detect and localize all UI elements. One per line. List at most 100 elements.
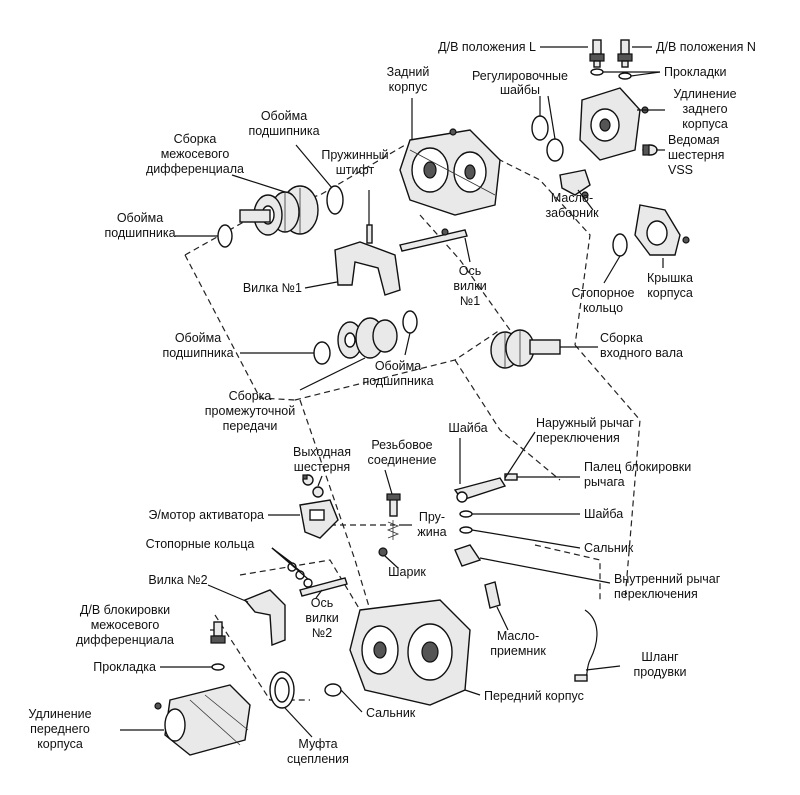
label-spring-2: жина (417, 525, 446, 539)
label-clutch-2: сцепления (287, 752, 349, 766)
label-rear-ext-2: заднего (682, 102, 727, 116)
counter-gear-part (337, 317, 398, 359)
rear-case-part (399, 128, 501, 216)
label-clutch-1: Муфта (298, 737, 337, 751)
label-vss-1: Ведомая (668, 133, 720, 147)
label-race-left-2: подшипника (104, 226, 175, 240)
label-output-gear-2: шестерня (294, 460, 350, 474)
label-diff-2: межосевого (161, 147, 230, 161)
input-shaft-part (490, 329, 561, 369)
inner-lever-part (454, 544, 482, 567)
label-pin-1: Пружинный (321, 148, 388, 162)
sensor-n-part (617, 39, 633, 68)
label-race-left-1: Обойма (117, 211, 163, 225)
label-diff-lock-3: дифференциала (76, 633, 174, 647)
fork-1-part (334, 241, 401, 296)
label-race-top-2: подшипника (248, 124, 319, 138)
label-snap-ring-2: кольцо (583, 301, 623, 315)
label-front-ext-1: Удлинение (28, 707, 91, 721)
breather-hose-part (574, 609, 598, 682)
label-inner-lever-2: переключения (614, 587, 698, 601)
label-hose-1: Шланг (641, 650, 679, 664)
leader-lines (120, 46, 665, 738)
clutch-sleeve-part (269, 671, 295, 709)
bearing-race-left-part (217, 224, 233, 248)
front-case-part (349, 599, 471, 706)
label-counter-1: Сборка (229, 389, 272, 403)
label-counter-3: передачи (223, 419, 278, 433)
label-race-mid-2: подшипника (162, 346, 233, 360)
label-gasket-bot: Прокладка (93, 660, 156, 674)
outer-lever-part (453, 477, 507, 503)
label-actuator: Э/мотор активатора (148, 508, 264, 522)
label-front-ext-3: корпуса (37, 737, 83, 751)
label-seal-bot: Сальник (366, 706, 416, 720)
label-washer-top: Шайба (448, 421, 487, 435)
label-fork1-axle-1: Ось (459, 264, 482, 278)
label-oil-pick-top-2: заборник (545, 206, 599, 220)
label-race-top-1: Обойма (261, 109, 307, 123)
oil-pickup-top-part (559, 169, 591, 199)
bearing-race-top-part (326, 185, 344, 215)
shims-part (531, 115, 564, 162)
fork-1-axle-part (399, 228, 468, 252)
labels: Д/В положения L Д/В положения N Прокладк… (28, 40, 756, 766)
label-gaskets-top: Прокладки (664, 65, 727, 79)
label-hose-2: продувки (633, 665, 686, 679)
label-output-gear-1: Выходная (293, 445, 351, 459)
spring-pin-part (366, 224, 373, 244)
label-counter-2: промежуточной (205, 404, 295, 418)
label-cover-1: Крышка (647, 271, 693, 285)
label-seal-right: Сальник (584, 541, 634, 555)
front-extension-part (154, 684, 251, 756)
label-cover-2: корпуса (647, 286, 693, 300)
label-diff-1: Сборка (174, 132, 217, 146)
label-input-2: входного вала (600, 346, 683, 360)
label-race-bot-1: Обойма (375, 359, 421, 373)
label-diff-lock-1: Д/В блокировки (80, 603, 170, 617)
ball-part (378, 547, 388, 557)
housing-cover-part (634, 204, 690, 256)
gaskets-top-part (590, 68, 632, 80)
diff-lock-sensor-part (210, 621, 226, 671)
label-outer-lever-1: Наружный рычаг (536, 416, 634, 430)
spring-part (386, 520, 400, 540)
label-inner-lever-1: Внутренний рычаг (614, 572, 721, 586)
label-fork-1: Вилка №1 (243, 281, 302, 295)
bearing-race-bot-part (402, 310, 418, 334)
assembly-guide-lines (184, 144, 641, 701)
label-rear-case-1: Задний (387, 65, 430, 79)
label-front-case: Передний корпус (484, 689, 584, 703)
label-snap-ring-1: Стопорное (571, 286, 634, 300)
label-rear-ext-3: корпуса (682, 117, 728, 131)
label-input-1: Сборка (600, 331, 643, 345)
label-shims-1: Регулировочные (472, 69, 568, 83)
label-vss-2: шестерня (668, 148, 724, 162)
label-spring-1: Пру- (419, 510, 445, 524)
output-gear-part (302, 474, 324, 498)
label-snap-rings: Стопорные кольца (146, 537, 255, 551)
fork-2-part (243, 589, 286, 646)
label-rear-case-2: корпус (389, 80, 428, 94)
label-ball: Шарик (388, 565, 426, 579)
label-pin-2: штифт (336, 163, 375, 177)
label-fork2-axle-3: №2 (312, 626, 332, 640)
label-vss-3: VSS (668, 163, 693, 177)
label-fork1-axle-3: №1 (460, 294, 480, 308)
vss-gear-part (642, 144, 658, 156)
rear-extension-part (579, 87, 649, 161)
label-sensor-n: Д/В положения N (656, 40, 756, 54)
label-fork-2: Вилка №2 (148, 573, 207, 587)
label-fork2-axle-2: вилки (305, 611, 338, 625)
label-diff-3: дифференциала (146, 162, 244, 176)
label-shims-2: шайбы (500, 83, 540, 97)
label-lock-pin-1: Палец блокировки (584, 460, 691, 474)
washers-part (459, 510, 473, 534)
label-fork2-axle-1: Ось (311, 596, 334, 610)
label-race-bot-2: подшипника (362, 374, 433, 388)
label-threaded-2: соединение (368, 453, 437, 467)
label-race-mid-1: Обойма (175, 331, 221, 345)
sensor-l-part (589, 39, 605, 68)
center-diff-part (239, 185, 319, 236)
